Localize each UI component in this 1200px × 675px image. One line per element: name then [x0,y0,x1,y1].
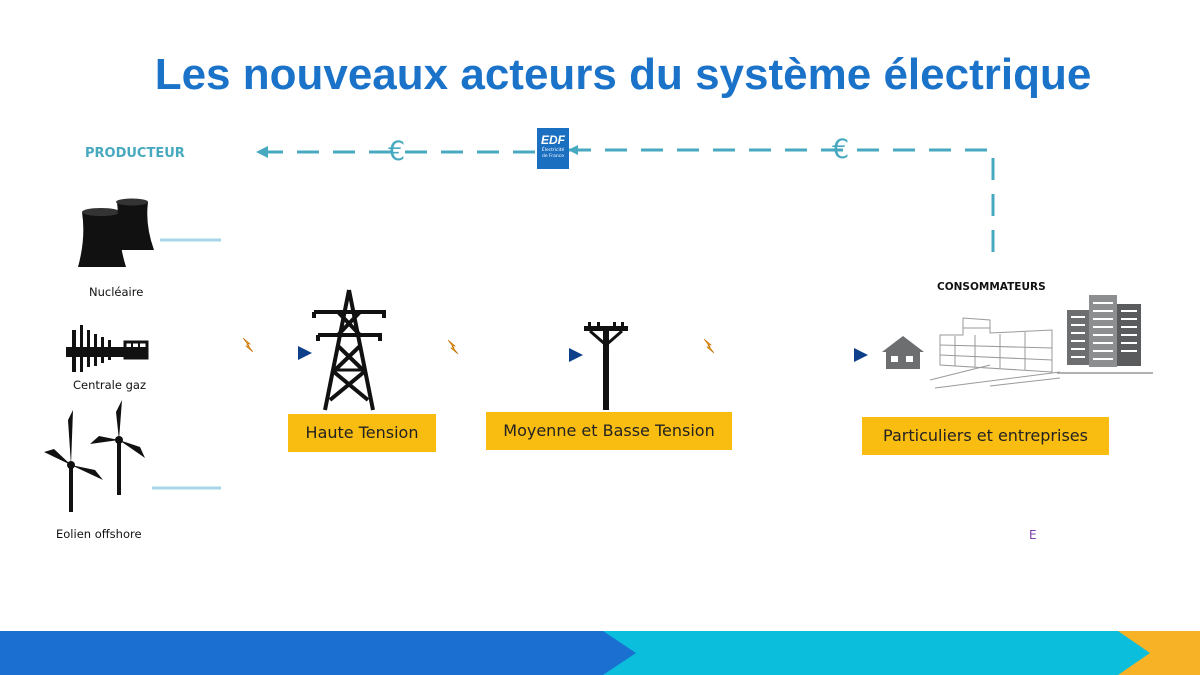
money-arrowhead-left [256,146,268,158]
utility-pole-icon [584,322,628,410]
lightning-icon [447,339,459,355]
gas-plant-icon [66,325,149,372]
buildings-icon [882,295,1153,389]
edf-logo-subtitle-1: Électricité [541,148,565,153]
wind-turbines-icon [44,400,145,512]
stage-box-high-voltage: Haute Tension [288,414,436,452]
source-label-wind: Eolien offshore [56,527,142,541]
lightning-icon [703,338,715,354]
edf-logo-brand: EDF [541,133,565,147]
source-label-gas: Centrale gaz [73,378,146,392]
euro-symbol-left: € [388,136,406,167]
euro-symbol-right: € [832,134,850,165]
lightning-icon [242,337,254,353]
stage-box-consumers: Particuliers et entreprises [862,417,1109,455]
producer-label: PRODUCTEUR [85,146,185,161]
money-flow-line [256,145,995,252]
arrowhead-to-ht [298,346,312,360]
page-title: Les nouveaux acteurs du système électriq… [154,50,1092,99]
edf-logo-subtitle-2: de France [541,153,565,159]
nuclear-cooling-towers-icon [78,198,154,267]
edf-logo: EDF Électricité de France [537,128,569,169]
consumers-label: CONSOMMATEURS [937,281,1046,293]
arrowhead-to-consumers [854,348,868,362]
stage-box-medium-low-voltage: Moyenne et Basse Tension [486,412,732,450]
high-voltage-pylon-icon [312,289,386,411]
money-arrowhead-edf [568,145,578,155]
footnote-letter: E [1029,528,1037,542]
bottom-band [0,631,1200,675]
source-label-nuclear: Nucléaire [89,285,144,299]
source-collector [150,238,312,490]
arrowhead-to-mt [569,348,583,362]
